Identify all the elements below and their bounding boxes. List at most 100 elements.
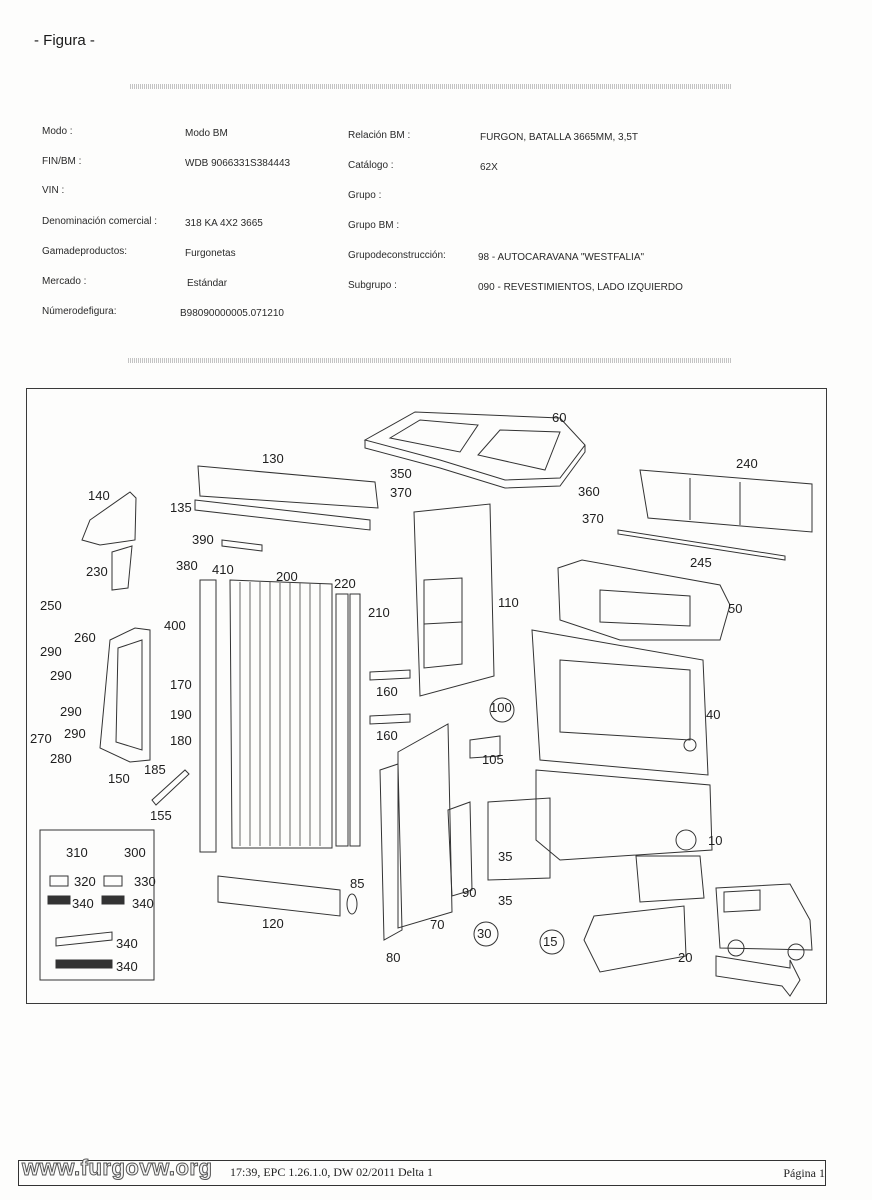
part-label-90: 90 [462, 885, 476, 900]
legend-330-shape [103, 875, 123, 887]
roof-panel-shape [363, 411, 586, 489]
circle-15-shape [539, 929, 565, 955]
part-label-200: 200 [276, 569, 298, 584]
page-title: - Figura - [34, 32, 95, 49]
value-grupo-construccion: 98 - AUTOCARAVANA "WESTFALIA" [478, 252, 645, 263]
value-denominacion: 318 KA 4X2 3665 [185, 218, 263, 229]
upright-210-shape [349, 593, 361, 847]
part-label-135: 135 [170, 500, 192, 515]
legend-340-d-shape [55, 959, 113, 969]
shelf-160b-shape [369, 713, 411, 725]
label-relacion: Relación BM : [348, 130, 411, 141]
diagram-frame [26, 388, 827, 1004]
part-label-370: 370 [390, 485, 412, 500]
legend-label-340: 340 [116, 959, 138, 974]
part-label-130: 130 [262, 451, 284, 466]
part-label-250: 250 [40, 598, 62, 613]
value-relacion: FURGON, BATALLA 3665MM, 3,5T [480, 132, 639, 143]
van-illustration [715, 883, 813, 961]
part-label-160: 160 [376, 684, 398, 699]
part-label-180: 180 [170, 733, 192, 748]
upright-220-shape [335, 593, 349, 847]
part-label-160: 160 [376, 728, 398, 743]
panel-90-shape [447, 801, 473, 897]
part-label-20: 20 [678, 950, 692, 965]
legend-label-320: 320 [74, 874, 96, 889]
part-label-155: 155 [150, 808, 172, 823]
panel-35-shape [487, 797, 551, 881]
label-numero-figura: Númerodefigura: [42, 306, 117, 317]
part-label-210: 210 [368, 605, 390, 620]
strip-155-shape [151, 769, 190, 806]
value-gama: Furgonetas [185, 248, 236, 259]
frame-lower-shape [635, 855, 705, 903]
part-label-270: 270 [30, 731, 52, 746]
part-label-40: 40 [706, 707, 720, 722]
footer-frame [18, 1160, 826, 1186]
shelf-160-shape [369, 669, 411, 681]
part-label-60: 60 [552, 410, 566, 425]
value-numero-figura: B98090000005.071210 [180, 308, 284, 319]
part-label-410: 410 [212, 562, 234, 577]
legend-label-340: 340 [72, 896, 94, 911]
legend-340-a-shape [47, 895, 71, 905]
part-label-15: 15 [543, 934, 557, 949]
part-label-380: 380 [176, 558, 198, 573]
value-modo: Modo BM [185, 128, 228, 139]
label-grupo-construccion: Grupodeconstrucción: [348, 250, 446, 261]
legend-label-330: 330 [134, 874, 156, 889]
part-label-220: 220 [334, 576, 356, 591]
panel-230-shape [111, 545, 133, 591]
part-label-30: 30 [477, 926, 491, 941]
part-label-290: 290 [64, 726, 86, 741]
value-mercado: Estándar [187, 278, 228, 289]
part-label-120: 120 [262, 916, 284, 931]
panel-70-shape [397, 723, 453, 929]
legend-340-c-shape [55, 931, 113, 947]
panel-140-shape [81, 491, 137, 546]
panel-50-shape [557, 559, 731, 641]
part-label-390: 390 [192, 532, 214, 547]
circle-30-shape [473, 921, 499, 947]
part-label-370: 370 [582, 511, 604, 526]
circle-100-shape [489, 697, 515, 723]
part-label-110: 110 [498, 595, 519, 610]
part-label-290: 290 [50, 668, 72, 683]
footer-meta: 17:39, EPC 1.26.1.0, DW 02/2011 Delta 1 [230, 1165, 433, 1179]
part-label-35: 35 [498, 849, 512, 864]
part-label-70: 70 [430, 917, 444, 932]
page-number: Página 1 [783, 1166, 825, 1180]
legend-label-340: 340 [132, 896, 154, 911]
part-label-290: 290 [60, 704, 82, 719]
label-denominacion: Denominación comercial : [42, 216, 158, 227]
part-85-shape [346, 893, 358, 915]
rear-cabinet-240-shape [639, 469, 813, 533]
part-label-170: 170 [170, 677, 192, 692]
part-label-100: 100 [490, 700, 512, 715]
part-label-105: 105 [482, 752, 504, 767]
panel-120-shape [217, 875, 341, 917]
header-divider [130, 84, 732, 89]
part-label-185: 185 [144, 762, 166, 777]
label-mercado: Mercado : [42, 276, 87, 287]
rail-245-shape [617, 529, 786, 561]
label-grupo: Grupo : [348, 190, 382, 201]
part-label-35: 35 [498, 893, 512, 908]
watermark: www.furgovw.org [21, 1155, 213, 1181]
part-label-190: 190 [170, 707, 192, 722]
value-subgrupo: 090 - REVESTIMIENTOS, LADO IZQUIERDO [478, 282, 683, 293]
legend-label-310: 310 [66, 845, 88, 860]
legend-label-300: 300 [124, 845, 146, 860]
part-label-245: 245 [690, 555, 712, 570]
legend-label-340: 340 [116, 936, 138, 951]
label-modo: Modo : [42, 126, 73, 137]
part-label-230: 230 [86, 564, 108, 579]
label-gama: Gamadeproductos: [42, 246, 128, 257]
part-label-350: 350 [390, 466, 412, 481]
part-label-80: 80 [386, 950, 400, 965]
circle-10-shape [675, 829, 697, 851]
part-label-280: 280 [50, 751, 72, 766]
part-105-shape [469, 735, 501, 759]
part-label-85: 85 [350, 876, 364, 891]
fastener-legend-box [39, 829, 155, 981]
